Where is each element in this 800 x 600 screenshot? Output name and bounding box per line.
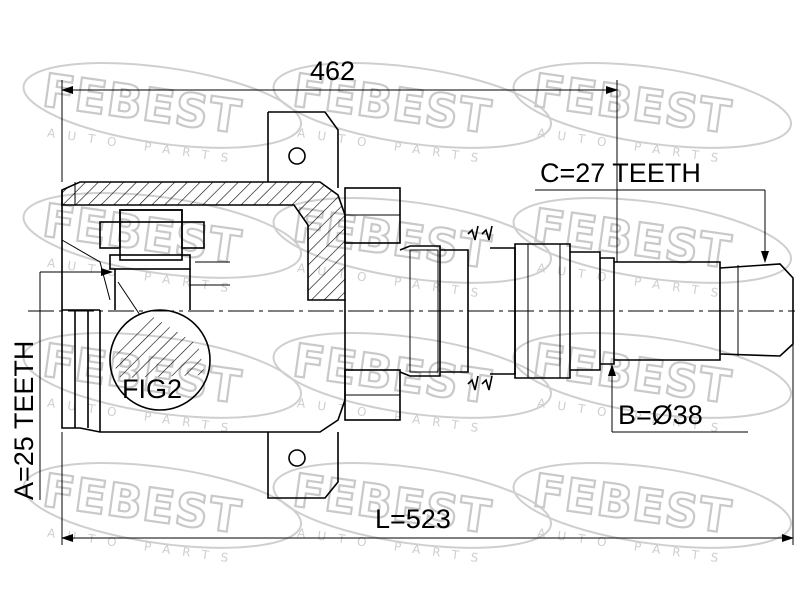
seal-ring (344, 187, 401, 421)
dimension-inner-teeth: A=25 TEETH (9, 268, 113, 500)
watermark-logo: FEBEST AUTO PARTS (512, 197, 793, 302)
dimension-462: 462 (61, 56, 618, 262)
watermark-logo: FEBEST AUTO PARTS (512, 62, 793, 167)
flange-bolt-hole-bottom (288, 449, 306, 467)
watermark-logo: FEBEST AUTO PARTS (22, 62, 303, 167)
watermark-logo: FEBEST AUTO PARTS (272, 332, 553, 437)
fig2-detail: FIG2 (109, 281, 211, 411)
mounting-flange (267, 111, 339, 499)
joint-housing (61, 181, 346, 433)
dimension-length-total: L=523 (61, 344, 794, 545)
fig2-label: FIG2 (122, 374, 182, 404)
dim-outer-teeth: C=27 TEETH (540, 158, 701, 188)
dim-inner-teeth: A=25 TEETH (9, 341, 39, 500)
dim-shaft-diameter: B=Ø38 (618, 400, 703, 430)
watermark-logo: FEBEST AUTO PARTS (512, 462, 793, 567)
flange-bolt-hole-top (288, 147, 306, 165)
inner-tripod (61, 209, 230, 310)
dimension-shaft-diameter: B=Ø38 (608, 364, 748, 433)
dim-total-length: L=523 (375, 504, 451, 534)
watermark-logo: FEBEST AUTO PARTS (22, 462, 303, 567)
dimension-outer-teeth: C=27 TEETH (535, 158, 769, 263)
output-shaft (399, 225, 794, 391)
dim-overall-length: 462 (310, 56, 355, 86)
